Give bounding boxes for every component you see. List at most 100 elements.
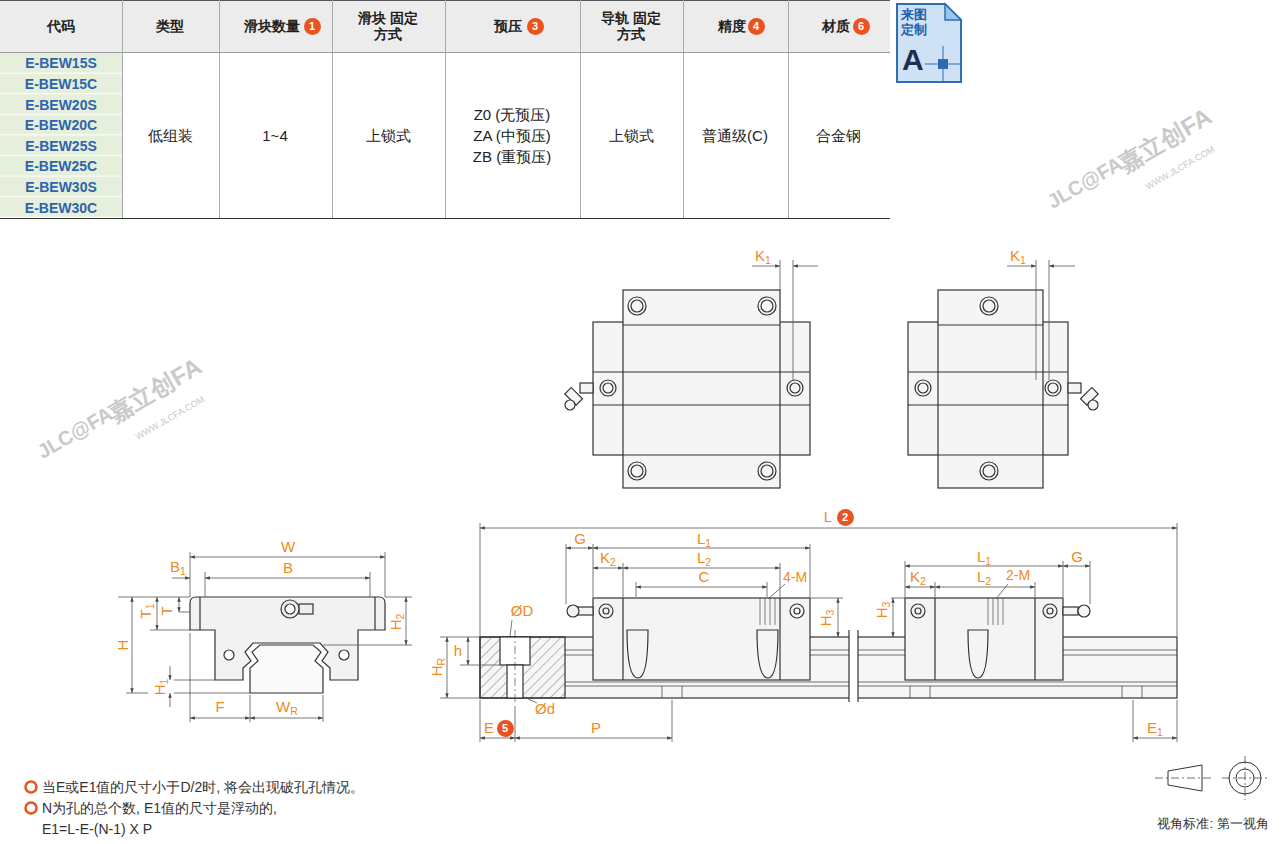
header-cell: 精度 bbox=[718, 18, 746, 34]
dimension-line bbox=[190, 718, 250, 719]
dimension-line bbox=[170, 666, 171, 680]
side-view-block bbox=[911, 604, 925, 618]
dimension-line bbox=[480, 528, 1177, 529]
side-view-block bbox=[779, 598, 780, 680]
top-view-short-block bbox=[980, 297, 998, 315]
dimension-subscript: 1 bbox=[985, 555, 991, 567]
side-view-rail bbox=[565, 682, 1177, 683]
dimension-line bbox=[440, 523, 1177, 742]
dimension-line bbox=[172, 578, 190, 579]
dimension-line bbox=[593, 568, 623, 569]
top-view-long-block bbox=[623, 290, 780, 488]
dimension-label: L2 bbox=[697, 549, 711, 566]
dimension-line bbox=[1177, 700, 1178, 742]
front-section-view bbox=[339, 650, 349, 660]
side-view-rail bbox=[480, 627, 1177, 705]
callout-digit: 6 bbox=[858, 21, 864, 32]
callout-digit: 5 bbox=[502, 723, 508, 734]
dimension-subscript: 1 bbox=[1020, 254, 1026, 266]
dimension-line bbox=[935, 582, 936, 597]
dimension-line bbox=[480, 738, 515, 739]
dimension-line bbox=[1035, 582, 1036, 597]
top-view-long-block bbox=[565, 290, 810, 488]
dimension-label: ØD bbox=[511, 602, 534, 619]
side-view-rail bbox=[857, 630, 858, 702]
dimension-letter: L bbox=[977, 568, 985, 585]
spec-table bbox=[0, 218, 890, 219]
dimension-subscript: 1 bbox=[765, 254, 771, 266]
callout-number: 5 bbox=[497, 720, 514, 737]
watermark: 嘉立创FA bbox=[104, 352, 207, 427]
dimension-line bbox=[132, 597, 133, 693]
top-view-long-block bbox=[758, 297, 776, 315]
header-cell: 滑块 固定方式 bbox=[356, 10, 420, 42]
side-view-block bbox=[1043, 604, 1057, 618]
dimension-line bbox=[157, 597, 158, 630]
dimension-line bbox=[510, 620, 512, 636]
spec-table bbox=[332, 0, 333, 218]
dimension-label: H2 bbox=[387, 614, 404, 631]
side-view-block bbox=[790, 604, 804, 618]
side-view-block bbox=[770, 598, 771, 625]
dimension-subscript: 2 bbox=[705, 556, 711, 568]
spec-table bbox=[788, 0, 789, 218]
dimension-letter: E bbox=[1147, 719, 1157, 736]
top-view-long-block bbox=[761, 465, 773, 477]
top-view-long-block bbox=[758, 462, 776, 480]
code-cell: E-BEW15C bbox=[25, 76, 97, 92]
side-view-rail bbox=[910, 686, 911, 698]
dimension-line bbox=[179, 597, 180, 612]
top-view-long-block bbox=[631, 465, 643, 477]
note-text: N为孔的总个数, E1值的尺寸是浮动的, bbox=[42, 800, 277, 816]
note-text: 当E或E1值的尺寸小于D/2时, 将会出现破孔孔情况。 bbox=[42, 779, 364, 795]
dimension-label: H3 bbox=[873, 602, 890, 619]
dimension-line bbox=[593, 544, 594, 597]
dimension-line bbox=[752, 260, 1075, 380]
side-view-block bbox=[934, 598, 935, 680]
top-view-long-block bbox=[623, 324, 780, 325]
dimension-line bbox=[468, 637, 469, 665]
watermark: JLC@FA bbox=[33, 402, 116, 463]
dimension-line bbox=[935, 587, 1035, 588]
top-view-short-block bbox=[1048, 383, 1058, 393]
callout-digit: 2 bbox=[842, 512, 848, 523]
side-view-block bbox=[567, 605, 579, 617]
top-view-short-block bbox=[908, 290, 1098, 488]
top-view-short-block bbox=[980, 462, 998, 480]
dimension-subscript: 2 bbox=[394, 614, 406, 620]
top-view-long-block bbox=[580, 383, 593, 393]
note-bullet bbox=[26, 782, 37, 814]
table-cell: 合金钢 bbox=[816, 127, 861, 144]
dimension-label: E1 bbox=[1147, 719, 1163, 736]
side-view-block bbox=[1047, 608, 1053, 614]
dimension-line bbox=[170, 693, 171, 707]
dimension-line bbox=[385, 552, 386, 597]
side-view-block bbox=[1034, 598, 1035, 680]
dimension-line bbox=[150, 630, 190, 631]
dimension-letter: L bbox=[697, 530, 705, 547]
table-cell: 1~4 bbox=[262, 127, 287, 144]
side-view-rail bbox=[515, 630, 516, 705]
dimension-line bbox=[566, 548, 593, 549]
dimension-subscript: 3 bbox=[880, 602, 892, 608]
dimension-line bbox=[672, 700, 673, 742]
top-view-short-block bbox=[908, 404, 1068, 405]
side-view-rail bbox=[682, 686, 683, 698]
side-view-rail bbox=[848, 630, 849, 702]
custom-drawing-icon: 来图 定制A bbox=[895, 2, 963, 84]
side-view-rail bbox=[480, 637, 565, 698]
dimension-label: h bbox=[454, 642, 462, 659]
side-view-rail bbox=[480, 637, 1177, 698]
dimension-line bbox=[905, 566, 1063, 567]
top-view-short-block bbox=[1068, 383, 1081, 393]
watermark: JLC@FA bbox=[1043, 152, 1126, 213]
spec-table bbox=[0, 156, 122, 176]
code-cell: E-BEW25C bbox=[25, 158, 97, 174]
icon-fold bbox=[945, 4, 961, 20]
table-cell: 普通级(C) bbox=[702, 127, 768, 144]
dimension-letter: L bbox=[977, 548, 985, 565]
projection-symbol bbox=[1155, 778, 1212, 779]
side-view-block bbox=[622, 598, 623, 680]
dimension-label: L1 bbox=[977, 548, 991, 565]
callout-digit: 4 bbox=[753, 21, 759, 32]
